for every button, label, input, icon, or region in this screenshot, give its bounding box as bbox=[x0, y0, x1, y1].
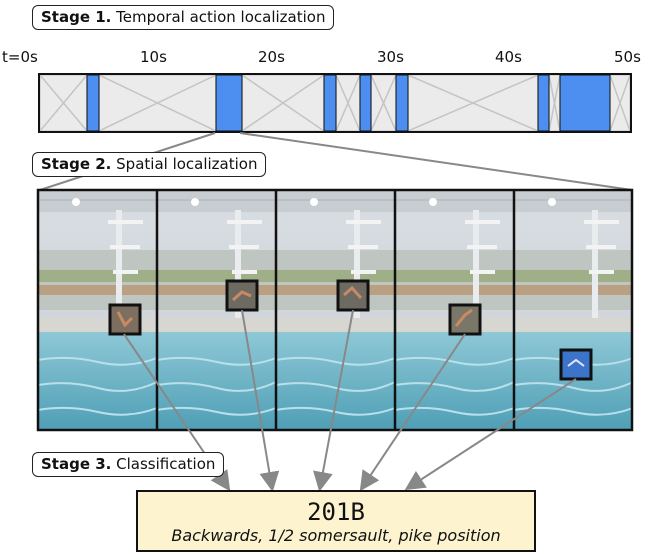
stage1-text: Temporal action localization bbox=[116, 8, 326, 26]
tick-30: 30s bbox=[377, 48, 404, 66]
diver-box-4 bbox=[448, 303, 482, 336]
diver-box-1 bbox=[108, 303, 142, 336]
diver-box-3 bbox=[336, 279, 370, 312]
timeline-segments bbox=[40, 75, 630, 131]
stage2-label: Stage 2. Spatial localization bbox=[32, 152, 267, 177]
dive-code: 201B bbox=[307, 498, 365, 526]
tick-50: 50s bbox=[614, 48, 641, 66]
stage3-label: Stage 3. Classification bbox=[32, 452, 225, 477]
action-segment bbox=[323, 75, 337, 131]
diver-box-2 bbox=[225, 279, 259, 312]
tick-0: t=0s bbox=[2, 48, 38, 66]
frame-5 bbox=[513, 189, 634, 431]
classification-output: 201B Backwards, 1/2 somersault, pike pos… bbox=[136, 490, 536, 552]
stage1-label: Stage 1. Temporal action localization bbox=[32, 5, 335, 30]
tick-10: 10s bbox=[140, 48, 167, 66]
action-segment bbox=[537, 75, 550, 131]
stage2-bold: Stage 2. bbox=[41, 155, 112, 173]
tick-40: 40s bbox=[495, 48, 522, 66]
action-segment bbox=[359, 75, 372, 131]
action-segment bbox=[395, 75, 409, 131]
dive-description: Backwards, 1/2 somersault, pike position bbox=[171, 526, 501, 545]
timeline-bar bbox=[38, 73, 632, 133]
action-segment bbox=[215, 75, 243, 131]
stage2-text: Spatial localization bbox=[116, 155, 258, 173]
stage3-bold: Stage 3. bbox=[41, 455, 112, 473]
frame-3 bbox=[275, 189, 396, 431]
action-segment bbox=[559, 75, 611, 131]
tick-20: 20s bbox=[258, 48, 285, 66]
stage3-text: Classification bbox=[116, 455, 216, 473]
diver-box-5 bbox=[559, 348, 593, 381]
action-segment bbox=[86, 75, 100, 131]
stage1-bold: Stage 1. bbox=[41, 8, 112, 26]
